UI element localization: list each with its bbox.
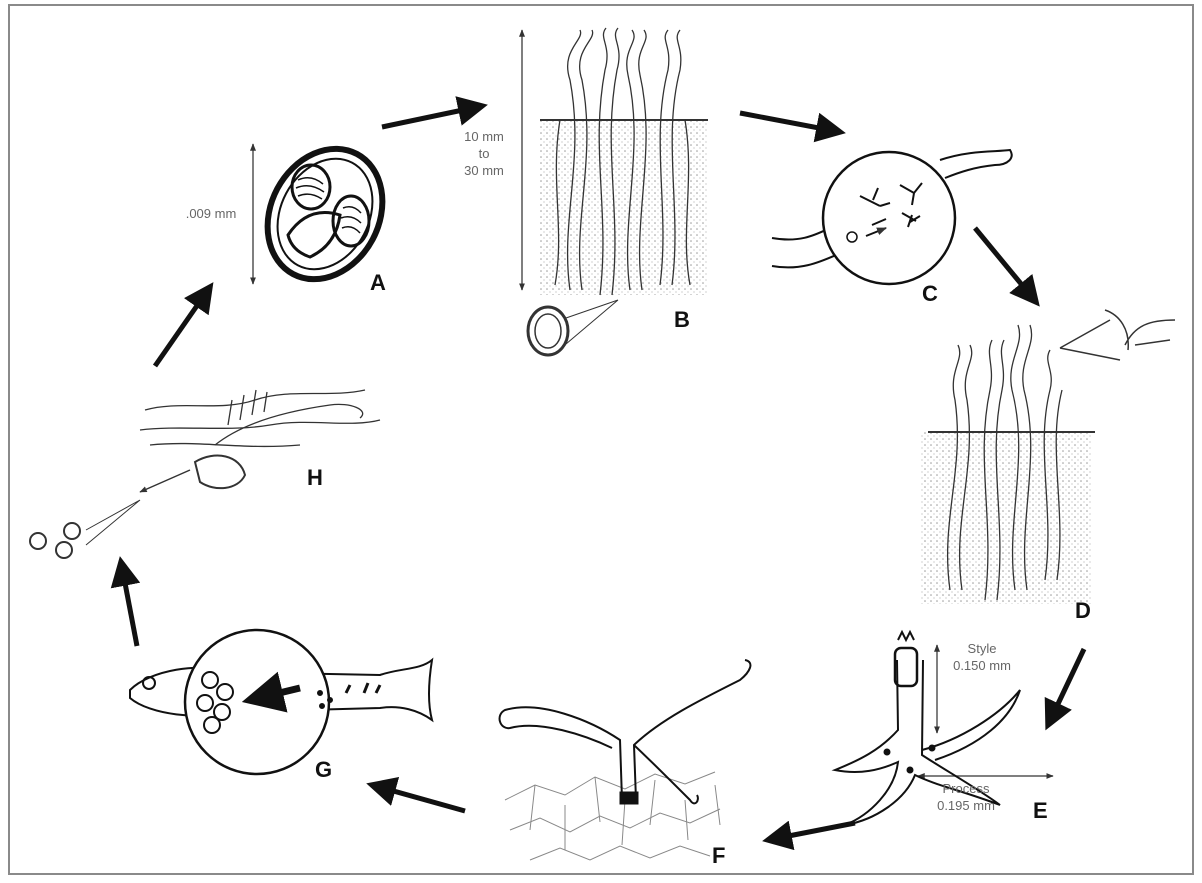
worm-gut-c [772,150,1012,284]
stage-label-g: G [315,757,332,783]
worm-length-label: 10 mm to 30 mm [452,128,516,179]
stage-label-c: C [922,281,938,307]
stage-label-f: F [712,843,725,869]
stage-label-e: E [1033,798,1048,824]
arrow-b-to-c [740,113,840,132]
arrow-h-to-a [155,287,210,366]
process-size-label: Process 0.195 mm [918,780,1014,814]
worm-length-min: 10 mm [452,128,516,145]
stage-label-b: B [674,307,690,333]
worm-length-to: to [452,145,516,162]
spore-size-label: .009 mm [172,205,250,222]
style-size-label: Style 0.150 mm [940,640,1024,674]
process-label: Process [918,780,1014,797]
arrow-d-to-e [1048,649,1084,725]
worms-in-sediment-b [522,28,708,355]
arrow-a-to-b [382,106,482,127]
worm-length-max: 30 mm [452,162,516,179]
process-size: 0.195 mm [918,797,1014,814]
arrow-g-to-h [121,562,137,646]
arrow-c-to-d [975,228,1036,302]
style-label: Style [940,640,1024,657]
fish-infection-g [130,630,432,774]
arrow-e-to-f [768,823,855,840]
fish-skin-attachment-f [500,660,751,860]
stage-label-h: H [307,465,323,491]
style-size: 0.150 mm [940,657,1024,674]
fish-death-h [30,390,380,558]
arrow-f-to-g [372,785,465,811]
stage-label-d: D [1075,598,1091,624]
worms-releasing-d [920,310,1175,604]
stage-label-a: A [370,270,386,296]
